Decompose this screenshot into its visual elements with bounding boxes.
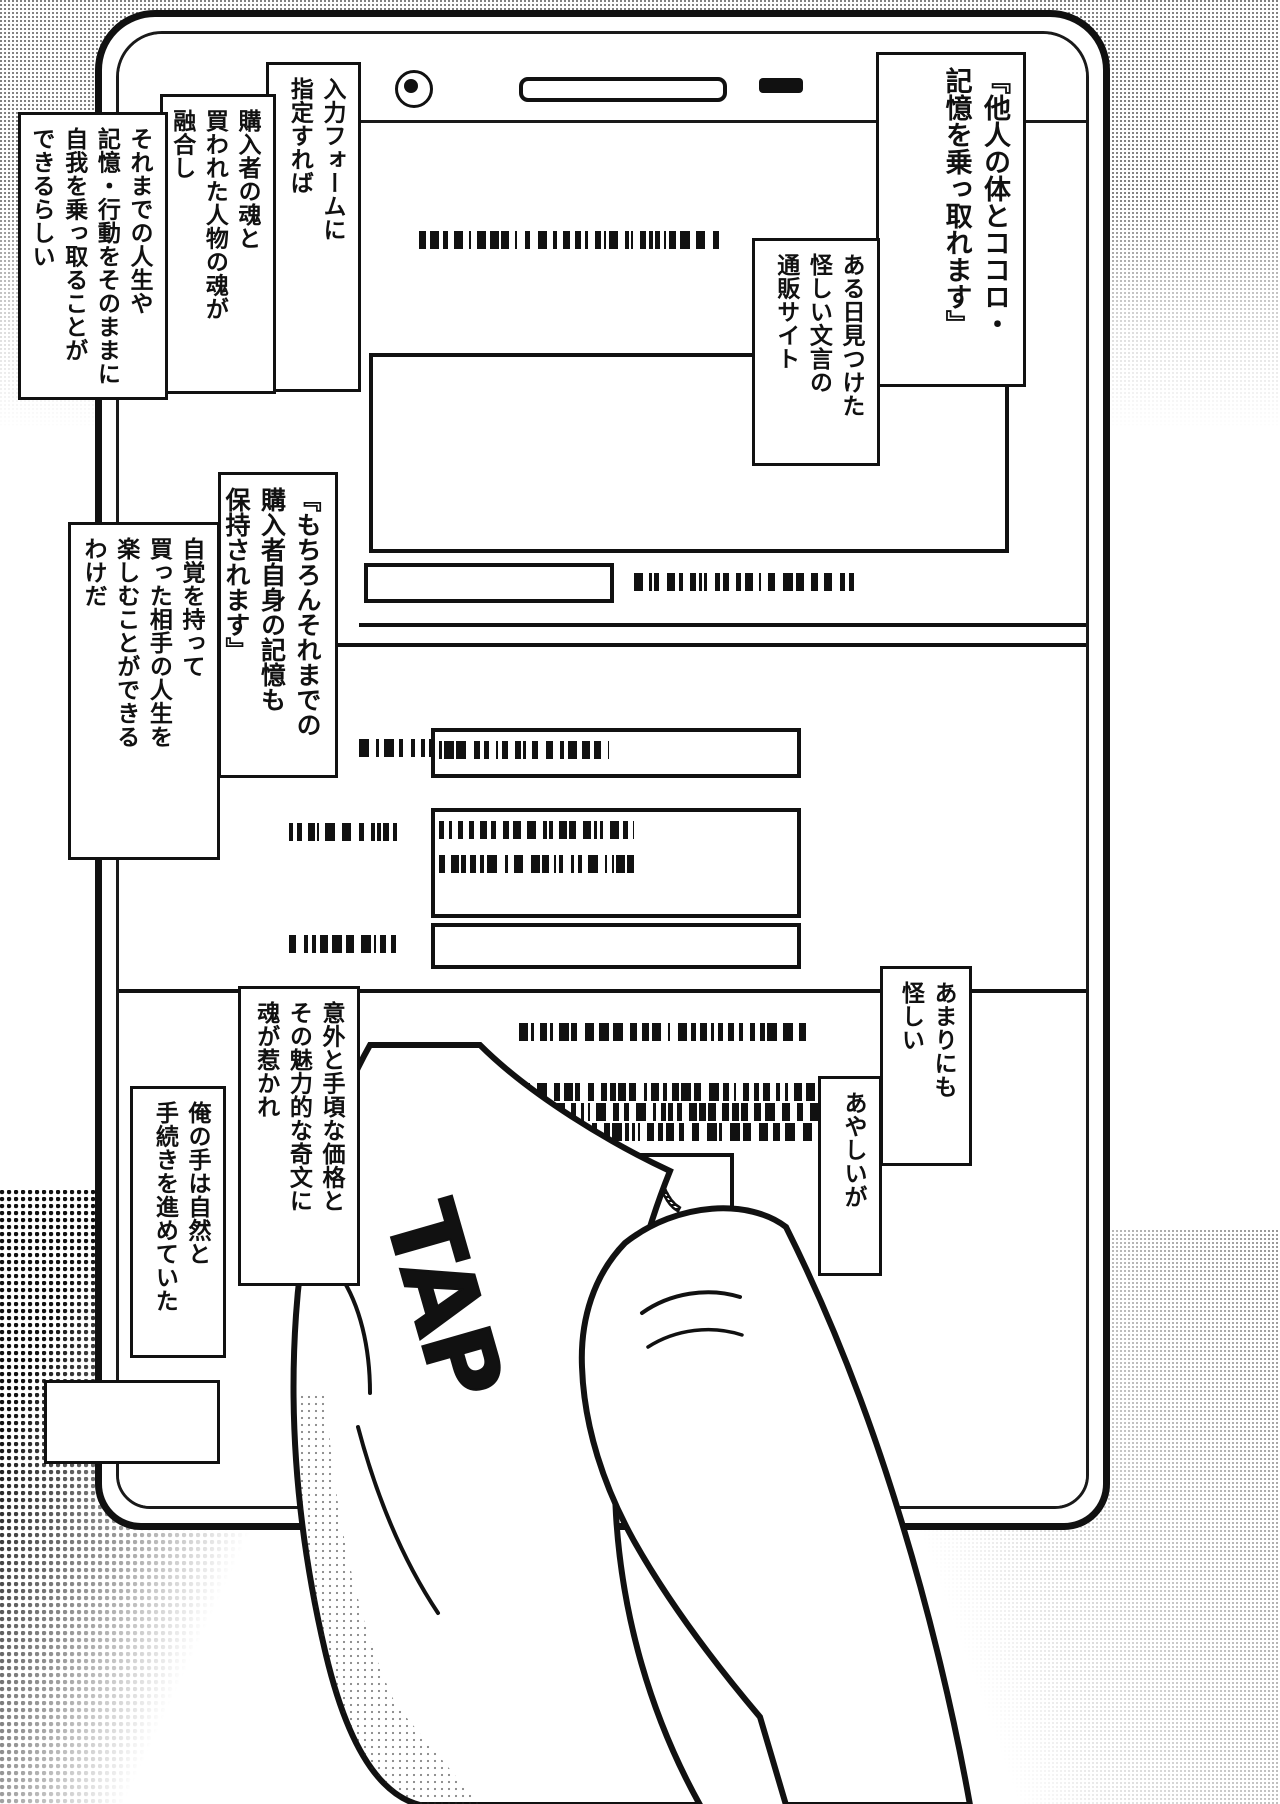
- listing-row-body[interactable]: [431, 728, 801, 778]
- narration-hand-moved: 俺の手は自然と 手続きを進めていた: [130, 1086, 226, 1358]
- listing-row-thumb: [289, 935, 399, 967]
- narration-headline: 『他人の体とココロ・ 記憶を乗っ取れます』: [876, 52, 1026, 387]
- narration-memory-kept: 『もちろんそれまでの 購入者自身の記憶も 保持されます』: [218, 472, 338, 778]
- narration-found-site: ある日見つけた 怪しい文言の 通販サイト: [752, 238, 880, 466]
- narration-too-suspicious: あまりにも 怪しい: [880, 966, 972, 1166]
- listing-row-subtitle: [439, 855, 634, 877]
- narration-input-form: 入力フォームに 指定すれば: [266, 62, 361, 392]
- site-input-field[interactable]: [364, 563, 614, 603]
- earpiece-speaker-icon: [519, 77, 727, 102]
- bottom-left-blank-panel: [44, 1380, 220, 1464]
- listing-row-title: [439, 741, 609, 763]
- site-banner-text: [419, 231, 719, 321]
- site-caption-text: [634, 573, 854, 595]
- narration-enjoy-life: 自覚を持って 買った相手の人生を 楽しむことができる わけだ: [68, 522, 220, 860]
- narration-takeover: それまでの人生や 記憶・行動をそのままに 自我を乗っ取ることが できるらしい: [18, 112, 168, 400]
- narration-soul-merge: 購入者の魂と 買われた人物の魂が 融合し: [160, 94, 276, 394]
- front-camera-icon: [395, 70, 433, 108]
- site-divider: [359, 623, 1086, 627]
- listing-row-title: [439, 821, 634, 843]
- proximity-sensor-icon: [759, 78, 803, 93]
- listing-row-thumb: [289, 823, 399, 859]
- narration-price-charm: 意外と手頃な価格と その魅力的な奇文に 魂が惹かれ: [238, 986, 360, 1286]
- listing-row-body[interactable]: [431, 923, 801, 969]
- hand-tapping-screen: [290, 1042, 973, 1804]
- narration-shady: あやしいが: [818, 1076, 882, 1276]
- product-title-text: [519, 1023, 809, 1067]
- product-description-text: [514, 1083, 854, 1143]
